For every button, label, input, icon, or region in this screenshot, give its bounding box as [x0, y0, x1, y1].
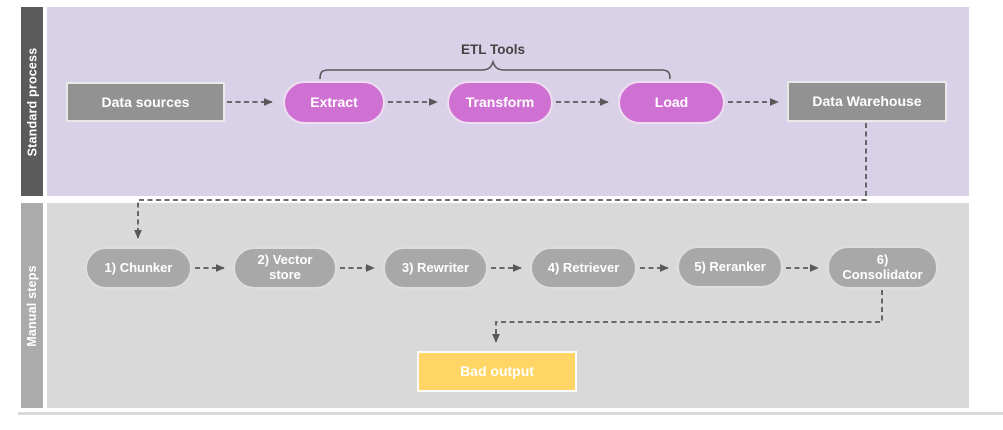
- node-chunker: 1) Chunker: [85, 247, 192, 289]
- page-divider: [18, 412, 1003, 415]
- node-vector-store: 2) Vector store: [233, 247, 337, 289]
- lane-header-manual-steps: Manual steps: [21, 203, 43, 408]
- node-load: Load: [618, 81, 725, 124]
- node-extract: Extract: [283, 81, 385, 124]
- lane-label-standard-process: Standard process: [25, 47, 40, 156]
- node-reranker: 5) Reranker: [677, 246, 783, 288]
- node-data-warehouse: Data Warehouse: [787, 81, 947, 122]
- node-bad-output: Bad output: [417, 351, 577, 392]
- lane-header-standard-process: Standard process: [21, 7, 43, 196]
- node-consolidator: 6) Consolidator: [827, 246, 938, 289]
- lane-label-manual-steps: Manual steps: [25, 264, 39, 347]
- node-rewriter: 3) Rewriter: [383, 247, 488, 289]
- etl-tools-label: ETL Tools: [461, 42, 525, 57]
- node-data-sources: Data sources: [66, 82, 225, 122]
- node-transform: Transform: [447, 81, 553, 124]
- node-retriever: 4) Retriever: [530, 247, 637, 289]
